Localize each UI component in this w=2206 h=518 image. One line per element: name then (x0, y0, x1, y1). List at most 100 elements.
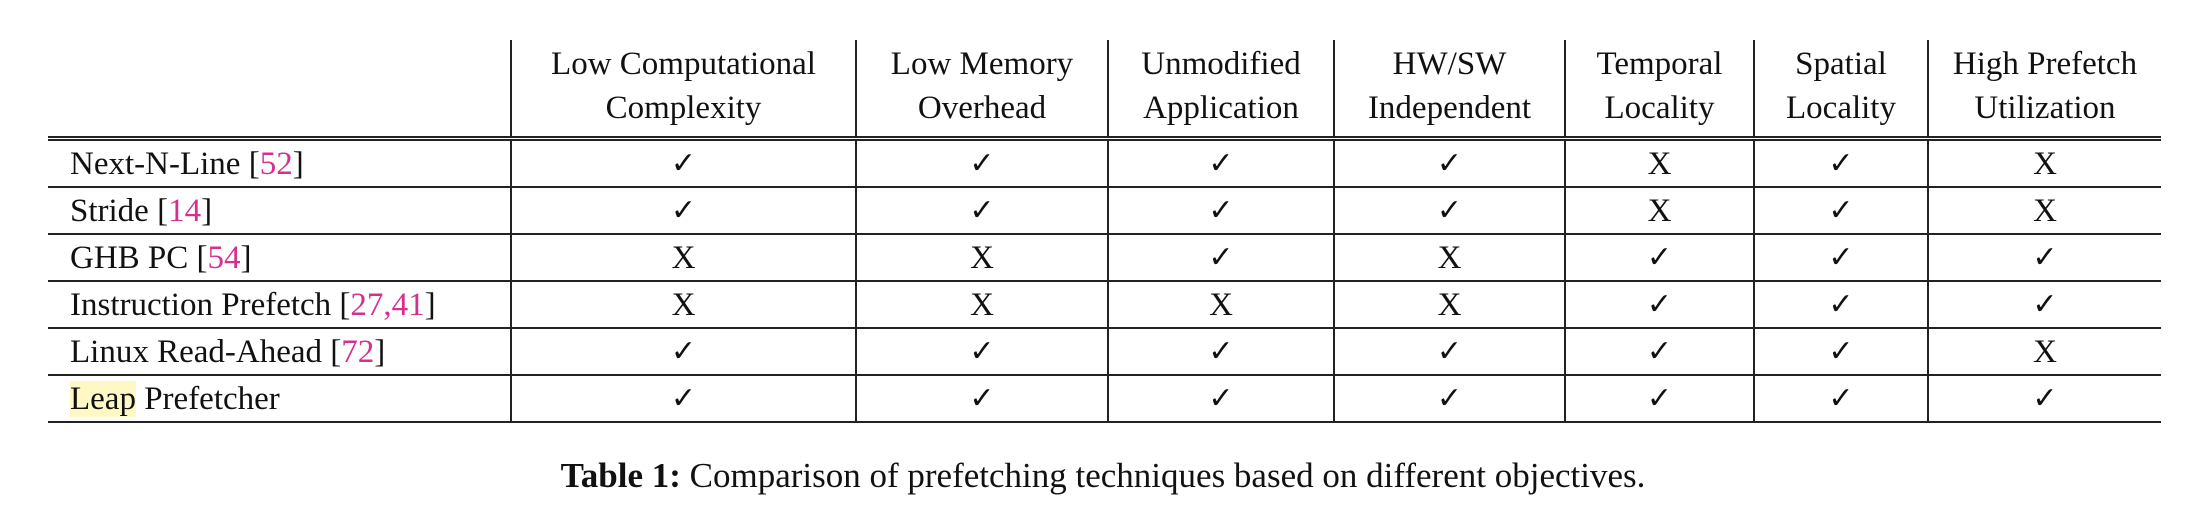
value-cell: X (1564, 138, 1754, 188)
column-header-line-1: HW/SW (1392, 46, 1507, 82)
check-mark-icon: ✓ (1828, 146, 1854, 181)
cross-mark-icon: X (970, 239, 994, 276)
check-mark-icon: ✓ (670, 381, 697, 416)
value-cell: ✓ (510, 138, 856, 188)
value-cell: X (1927, 187, 2161, 235)
value-cell: ✓ (1564, 375, 1754, 423)
citation-link[interactable]: 54 (207, 239, 241, 276)
check-mark-icon: ✓ (670, 334, 697, 369)
column-header-line-2: Locality (1786, 90, 1896, 126)
column-header-line-2: Application (1143, 90, 1299, 126)
check-mark-icon: ✓ (969, 193, 995, 228)
citation-link[interactable]: 27,41 (350, 286, 425, 323)
value-cell: ✓ (1107, 375, 1334, 423)
value-cell: ✓ (1333, 187, 1565, 235)
check-mark-icon: ✓ (2032, 240, 2058, 275)
cross-mark-icon: X (1437, 286, 1462, 323)
check-mark-icon: ✓ (969, 146, 995, 181)
value-cell: ✓ (510, 328, 856, 376)
column-header-line-2: Overhead (917, 90, 1047, 126)
technique-name-cell: Stride [14] (48, 187, 511, 235)
check-mark-icon: ✓ (1208, 334, 1234, 369)
cross-mark-icon: X (1647, 145, 1672, 182)
value-cell: ✓ (510, 187, 856, 235)
technique-name: Next-N-Line (70, 145, 241, 182)
technique-name-cell: GHB PC [54] (48, 234, 511, 282)
highlighted-word: Leap (70, 380, 136, 417)
value-cell: X (855, 234, 1108, 282)
table-row: Linux Read-Ahead [72]✓✓✓✓✓✓X (48, 328, 2161, 376)
table-row: GHB PC [54] X X ✓ X ✓ ✓ ✓ (48, 234, 2161, 282)
value-cell: ✓ (1753, 187, 1928, 235)
value-cell: ✓ (1927, 234, 2161, 282)
cross-mark-icon: X (1209, 286, 1233, 323)
value-cell: ✓ (1753, 234, 1928, 282)
check-mark-icon: ✓ (1436, 146, 1463, 181)
table-row: Leap Prefetcher✓✓✓✓✓✓✓ (48, 375, 2161, 423)
cross-mark-icon: X (1647, 192, 1672, 229)
check-mark-icon: ✓ (1646, 287, 1673, 322)
cross-mark-icon: X (1437, 239, 1462, 276)
technique-name: GHB PC (70, 239, 189, 276)
value-cell: ✓ (855, 375, 1108, 423)
value-cell: ✓ (1753, 328, 1928, 376)
citation-link[interactable]: 14 (168, 192, 202, 229)
column-header-line-1: Unmodified (1141, 46, 1301, 82)
check-mark-icon: ✓ (1208, 193, 1234, 228)
value-cell: X (1927, 328, 2161, 376)
column-header-line-2: Locality (1604, 90, 1715, 126)
caption-text: Comparison of prefetching techniques bas… (689, 456, 1646, 495)
technique-name: Stride (70, 192, 149, 229)
technique-name: Linux Read-Ahead (70, 333, 322, 370)
value-cell: ✓ (1927, 375, 2161, 423)
header-corner (48, 40, 511, 141)
technique-name-cell: Instruction Prefetch [27,41] (48, 281, 511, 329)
check-mark-icon: ✓ (1828, 193, 1854, 228)
check-mark-icon: ✓ (1828, 334, 1854, 369)
check-mark-icon: ✓ (1436, 381, 1463, 416)
value-cell: ✓ (1107, 328, 1334, 376)
column-header-line-1: Temporal (1596, 46, 1723, 82)
value-cell: ✓ (1564, 281, 1754, 329)
technique-name-cell: Linux Read-Ahead [72] (48, 328, 511, 376)
citation-link[interactable]: 72 (341, 333, 375, 370)
cross-mark-icon: X (671, 286, 696, 323)
check-mark-icon: ✓ (2032, 287, 2058, 322)
value-cell: ✓ (1753, 138, 1928, 188)
check-mark-icon: ✓ (1828, 240, 1854, 275)
table-row: Stride [14]✓✓✓✓X✓X (48, 187, 2161, 235)
table-caption: Table 1: Comparison of prefetching techn… (0, 456, 2206, 496)
value-cell: ✓ (1107, 138, 1334, 188)
check-mark-icon: ✓ (1646, 334, 1673, 369)
column-header-line-2: Complexity (605, 90, 762, 126)
value-cell: X (1333, 234, 1565, 282)
column-header-line-2: Independent (1367, 90, 1532, 126)
technique-name: Instruction Prefetch (70, 286, 332, 323)
check-mark-icon: ✓ (1436, 193, 1463, 228)
table-row: Next-N-Line [52]✓✓✓✓X✓X (48, 138, 2161, 188)
value-cell: X (1333, 281, 1565, 329)
caption-label: Table 1: (560, 456, 681, 495)
technique-name-cell: Next-N-Line [52] (48, 138, 511, 188)
cross-mark-icon: X (671, 239, 696, 276)
check-mark-icon: ✓ (2032, 381, 2058, 416)
cross-mark-icon: X (970, 286, 994, 323)
value-cell: ✓ (1107, 234, 1334, 282)
check-mark-icon: ✓ (969, 381, 995, 416)
column-header-line-1: Low Computational (551, 46, 816, 82)
citation-link[interactable]: 52 (259, 145, 293, 182)
cross-mark-icon: X (2033, 145, 2057, 182)
check-mark-icon: ✓ (1208, 146, 1234, 181)
value-cell: ✓ (1107, 187, 1334, 235)
value-cell: ✓ (1564, 234, 1754, 282)
check-mark-icon: ✓ (1828, 287, 1854, 322)
cross-mark-icon: X (2033, 333, 2057, 370)
